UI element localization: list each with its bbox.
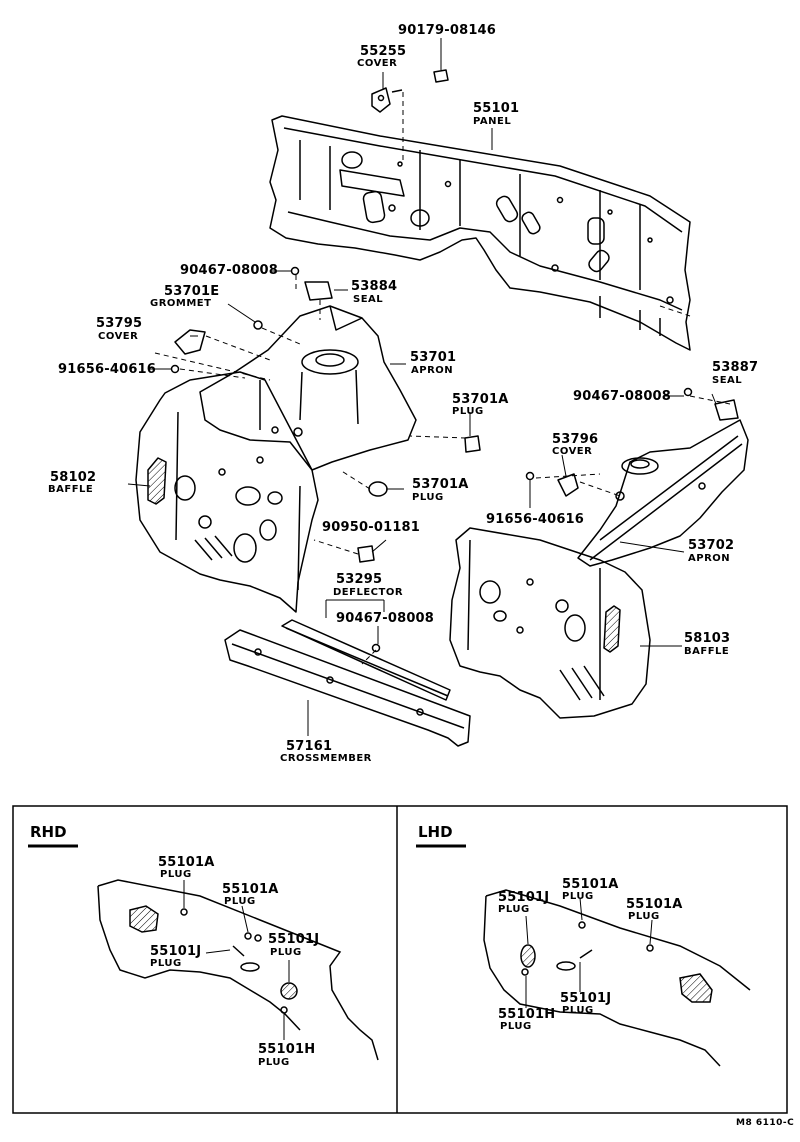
rhd-title: RHD bbox=[30, 823, 67, 841]
bolt-91656-40616-a bbox=[170, 364, 180, 374]
part-name-53887: SEAL bbox=[712, 375, 743, 386]
lhd-part-number-55101a-2: 55101A bbox=[626, 897, 683, 912]
part-number-90179-08146: 90179-08146 bbox=[398, 23, 497, 38]
inset-frames bbox=[12, 805, 788, 1114]
part-number-53701a-upper: 53701A bbox=[452, 392, 509, 407]
rhd-part-number-55101j-2: 55101J bbox=[268, 932, 320, 947]
plug-53701a-lower bbox=[368, 481, 388, 497]
part-number-53887: 53887 bbox=[712, 360, 759, 375]
part-number-58103: 58103 bbox=[684, 631, 731, 646]
cover-55255 bbox=[371, 87, 403, 113]
cover-53796 bbox=[557, 473, 579, 497]
part-number-91656-40616-a: 91656-40616 bbox=[58, 362, 157, 377]
apron-53701 bbox=[199, 305, 417, 471]
part-number-90467-08008-c: 90467-08008 bbox=[336, 611, 435, 626]
rhd-part-number-55101a-2: 55101A bbox=[222, 882, 279, 897]
part-name-58103: BAFFLE bbox=[684, 646, 730, 657]
part-name-53701a-lower: PLUG bbox=[412, 492, 444, 503]
rhd-part-name-55101a-2: PLUG bbox=[224, 896, 256, 907]
lhd-part-number-55101j-1: 55101J bbox=[498, 890, 550, 905]
lhd-part-name-55101a-1: PLUG bbox=[562, 891, 594, 902]
bolt-91656-40616-b bbox=[525, 471, 535, 481]
plug-53701a-upper bbox=[464, 435, 481, 453]
part-number-53796: 53796 bbox=[552, 432, 599, 447]
baffle-58102 bbox=[135, 371, 319, 613]
nut-90179-08146 bbox=[433, 69, 449, 83]
crossmember-57161 bbox=[224, 629, 471, 747]
part-number-55101: 55101 bbox=[473, 101, 520, 116]
part-number-90950-01181: 90950-01181 bbox=[322, 520, 421, 535]
part-number-91656-40616-b: 91656-40616 bbox=[486, 512, 585, 527]
part-number-58102: 58102 bbox=[50, 470, 97, 485]
part-number-57161: 57161 bbox=[286, 739, 333, 754]
part-name-55255: COVER bbox=[357, 58, 398, 69]
cover-53795 bbox=[174, 329, 206, 355]
part-name-55101: PANEL bbox=[473, 116, 512, 127]
part-number-53702: 53702 bbox=[688, 538, 735, 553]
part-number-90467-08008-b: 90467-08008 bbox=[573, 389, 672, 404]
rhd-part-name-55101a-1: PLUG bbox=[160, 869, 192, 880]
plug-90950-01181 bbox=[357, 545, 375, 563]
part-number-53701: 53701 bbox=[410, 350, 457, 365]
part-name-53795: COVER bbox=[98, 331, 139, 342]
part-number-90467-08008-a: 90467-08008 bbox=[180, 263, 279, 278]
rhd-part-name-55101h: PLUG bbox=[258, 1057, 290, 1068]
part-name-58102: BAFFLE bbox=[48, 484, 94, 495]
rhd-part-number-55101j-1: 55101J bbox=[150, 944, 202, 959]
apron-53702 bbox=[577, 419, 749, 567]
lhd-part-name-55101h: PLUG bbox=[500, 1021, 532, 1032]
inset-frame bbox=[12, 805, 788, 1114]
part-name-53701e: GROMMET bbox=[150, 298, 212, 309]
part-number-53295: 53295 bbox=[336, 572, 383, 587]
part-name-53702: APRON bbox=[688, 553, 731, 564]
lhd-part-number-55101a-1: 55101A bbox=[562, 877, 619, 892]
part-name-53701a-upper: PLUG bbox=[452, 406, 484, 417]
part-name-53701: APRON bbox=[411, 365, 454, 376]
part-number-53795: 53795 bbox=[96, 316, 143, 331]
assembly-lines bbox=[154, 92, 731, 665]
drawing-code: M8 6110-C bbox=[736, 1118, 795, 1128]
bolt-90467-08008-a bbox=[290, 266, 300, 276]
lhd-part-number-55101j-2: 55101J bbox=[560, 991, 612, 1006]
leader-lines bbox=[127, 38, 717, 736]
bolt-90467-08008-c bbox=[371, 643, 381, 653]
deflector-53295 bbox=[281, 619, 451, 701]
lhd-part-name-55101j-1: PLUG bbox=[498, 904, 530, 915]
rhd-part-number-55101h: 55101H bbox=[258, 1042, 316, 1057]
seal-53884 bbox=[304, 281, 333, 301]
lhd-part-name-55101a-2: PLUG bbox=[628, 911, 660, 922]
part-number-53884: 53884 bbox=[351, 279, 398, 294]
part-number-53701a-lower: 53701A bbox=[412, 477, 469, 492]
lhd-part-name-55101j-2: PLUG bbox=[562, 1005, 594, 1016]
part-name-53796: COVER bbox=[552, 446, 593, 457]
dash-panel-55101 bbox=[269, 115, 691, 351]
lhd-part-number-55101h: 55101H bbox=[498, 1007, 556, 1022]
rhd-part-name-55101j-1: PLUG bbox=[150, 958, 182, 969]
part-name-53295: DEFLECTOR bbox=[333, 587, 404, 598]
seal-53887 bbox=[714, 399, 739, 421]
lhd-title: LHD bbox=[418, 823, 453, 841]
bolt-90467-08008-b bbox=[683, 387, 693, 397]
rhd-part-number-55101a-1: 55101A bbox=[158, 855, 215, 870]
rhd-detail bbox=[97, 879, 379, 1061]
part-number-55255: 55255 bbox=[360, 44, 407, 59]
rhd-part-name-55101j-2: PLUG bbox=[270, 947, 302, 958]
part-number-53701e: 53701E bbox=[164, 284, 220, 299]
baffle-58103 bbox=[449, 527, 651, 719]
grommet-53701e bbox=[253, 320, 263, 330]
part-name-57161: CROSSMEMBER bbox=[280, 753, 372, 764]
part-name-53884: SEAL bbox=[353, 294, 384, 305]
lhd-detail bbox=[483, 889, 751, 1067]
